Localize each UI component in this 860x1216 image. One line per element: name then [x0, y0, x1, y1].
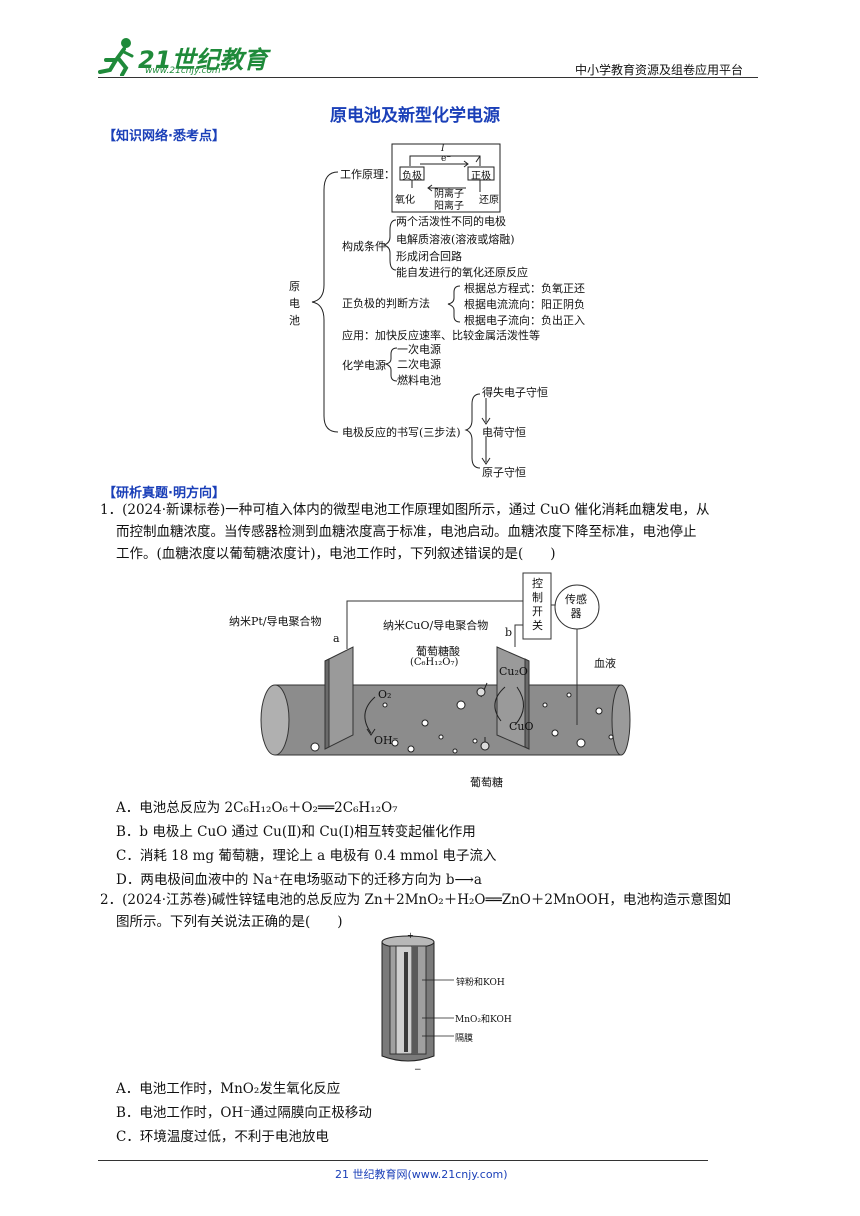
section-exam: 【研析真题·明方向】 [103, 486, 225, 501]
runner-logo-icon [98, 38, 134, 76]
footer: 21 世纪教育网(www.21cnjy.com) [335, 1168, 508, 1181]
footer-divider [98, 1160, 708, 1161]
mind-map-braces [311, 143, 501, 469]
logo-text: 21世纪教育 [138, 46, 268, 74]
platform-name: 中小学教育资源及组卷应用平台 [575, 63, 744, 77]
logo-url: www.21cnjy.com [145, 66, 221, 76]
page-title: 原电池及新型化学电源 [330, 106, 500, 126]
node-work-principle: 工作原理： [340, 168, 395, 181]
control-switch: 控 制 开 关 [532, 577, 543, 632]
node-electrode: 电极反应的书写(三步法) [342, 426, 461, 439]
node-power: 化学电源 [342, 359, 386, 372]
label-negative: 负极 [402, 171, 422, 182]
section-knowledge: 【知识网络·悉考点】 [103, 129, 225, 144]
mindmap-root: 原电池 [289, 280, 300, 327]
header-divider [98, 77, 758, 78]
node-conditions: 构成条件 [342, 240, 386, 253]
node-application: 应用：加快反应速率、比较金属活泼性等 [342, 329, 540, 342]
q1-battery-diagram [260, 572, 631, 756]
q2-battery-diagram [381, 935, 454, 1062]
sensor: 传感 器 [565, 593, 587, 620]
node-judge: 正负极的判断方法 [342, 297, 430, 310]
label-positive: 正极 [471, 171, 491, 182]
